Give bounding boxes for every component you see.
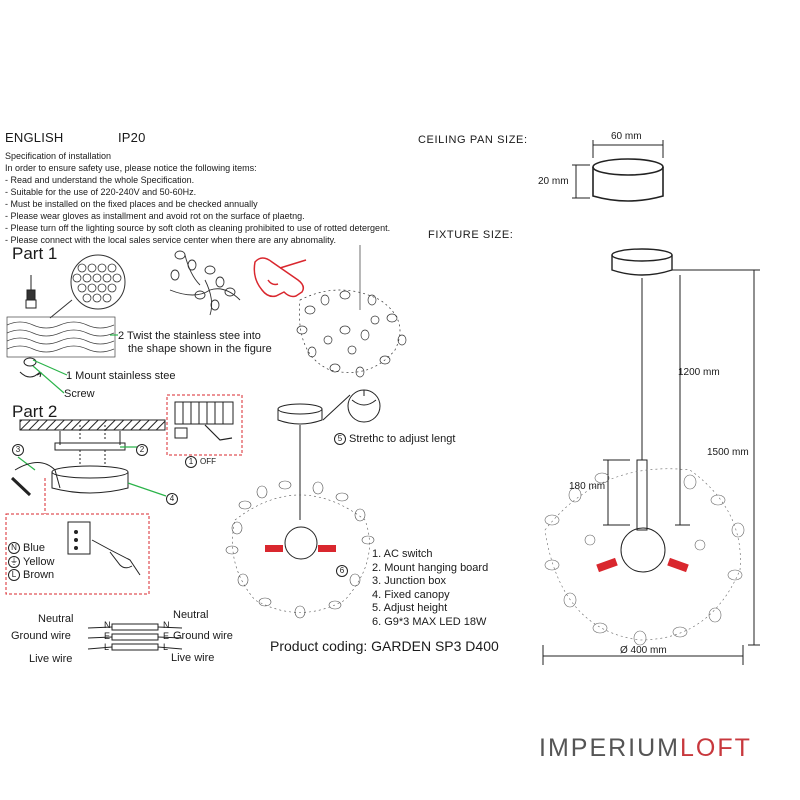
callout-3: 3 [12, 441, 27, 459]
spec-line: - Suitable for the use of 220-240V and 5… [5, 187, 197, 197]
legend-item: 3. Junction box [372, 575, 446, 587]
part1-step1: 1 Mount stainless stee [66, 370, 176, 382]
ip-rating: IP20 [118, 130, 146, 145]
spec-line: - Read and understand the whole Specific… [5, 175, 195, 185]
bulb-sockets [265, 545, 336, 552]
live-left: Live wire [29, 653, 73, 665]
legend-item: 2. Mount hanging board [372, 561, 489, 574]
hand-icon [253, 257, 307, 298]
live-right: Live wire [171, 652, 215, 664]
callout-4: 4 [166, 490, 181, 508]
legend-item: 1. AC switch [372, 548, 433, 560]
cable-dim: 1200 mm [678, 367, 720, 378]
legend-item: 6. G9*3 MAX LED 18W [372, 615, 487, 628]
bulb-icon [25, 275, 37, 309]
diameter-dim: Ø 400 mm [620, 645, 667, 656]
spec-line: - Please connect with the local sales se… [5, 235, 337, 245]
pan-height-dim: 20 mm [538, 176, 569, 187]
product-coding: Product coding: GARDEN SP3 D400 [270, 638, 499, 654]
part1-step2b: the shape shown in the figure [128, 343, 272, 355]
language-label: ENGLISH [5, 130, 64, 145]
fixture-chandelier [544, 468, 745, 646]
switch-panel [166, 394, 243, 456]
ceiling-pan-drawing [572, 140, 664, 202]
ground-left: Ground wire [11, 630, 71, 642]
terminal-l-left: L [104, 642, 110, 652]
wiring-box [5, 462, 150, 595]
body-dim: 180 mm [569, 481, 606, 492]
terminal-e-left: E [104, 631, 111, 641]
terminal-e-right: E [163, 631, 170, 641]
center-chandelier [225, 480, 375, 619]
branch-sketch [169, 250, 241, 316]
spec-line: - Must be installed on the fixed places … [5, 199, 258, 209]
legend-item: 4. Fixed canopy [372, 588, 450, 601]
fixture-sockets [596, 557, 689, 573]
terminal-n-right: N [163, 620, 170, 630]
screw-mount [19, 357, 42, 378]
mesh-closeup [49, 254, 126, 319]
terminal-l-right: L [163, 642, 169, 652]
part1-screw: Screw [64, 388, 95, 400]
fixture-drawing [542, 248, 760, 665]
spec-line: - Please turn off the lighting source by… [5, 223, 391, 233]
neutral-left: Neutral [38, 613, 74, 625]
spec-line: Specification of installation [5, 151, 112, 161]
part1-title: Part 1 [12, 244, 58, 263]
ground-right: Ground wire [173, 630, 233, 642]
callout-6: 6 [336, 562, 351, 580]
terminal-block [87, 623, 183, 651]
canopy-adjuster [277, 389, 381, 560]
callout-2: 2 [136, 441, 151, 459]
wire-yellow: ⏚Yellow [8, 556, 55, 569]
parts-legend: 1. AC switch 2. Mount hanging board 3. J… [372, 548, 488, 629]
neutral-right: Neutral [173, 609, 209, 621]
chandelier-cluster [296, 245, 407, 378]
part1-step2: 2 Twist the stainless stee into [118, 330, 261, 342]
mesh-band [6, 316, 116, 358]
part2-title: Part 2 [12, 402, 58, 421]
specification-text: Specification of installation In order t… [5, 150, 390, 246]
total-dim: 1500 mm [707, 447, 749, 458]
terminal-n-left: N [104, 620, 111, 630]
legend-item: 5. Adjust height [372, 602, 448, 614]
pan-width-dim: 60 mm [611, 131, 642, 142]
fixture-size-label: FIXTURE SIZE: [428, 229, 514, 241]
spec-line: In order to ensure safety use, please no… [5, 163, 257, 173]
brand-logo: IMPERIUMLOFT [539, 734, 752, 762]
spec-line: - Please wear gloves as installment and … [5, 211, 305, 221]
ceiling-pan-size-label: CEILING PAN SIZE: [418, 134, 528, 146]
